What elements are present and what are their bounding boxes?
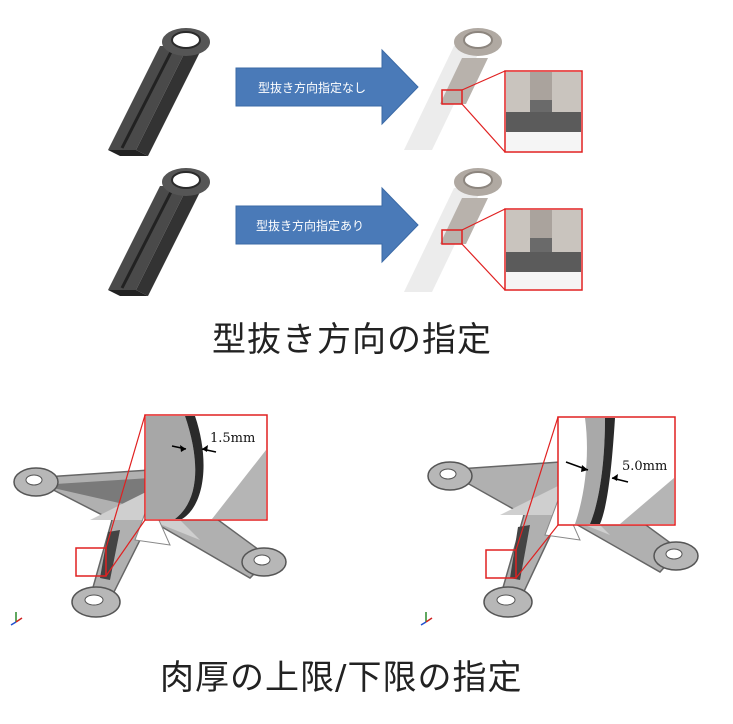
wall-thickness-caption: 肉厚の上限/下限の指定 (160, 658, 523, 698)
right-dimension-label: 5.0mm (622, 459, 667, 474)
arrow-row2-label: 型抜き方向指定あり (256, 218, 364, 233)
left-dimension-label: 1.5mm (210, 431, 255, 446)
draft-direction-caption: 型抜き方向の指定 (212, 320, 492, 360)
arrow-row1-label: 型抜き方向指定なし (258, 80, 366, 95)
